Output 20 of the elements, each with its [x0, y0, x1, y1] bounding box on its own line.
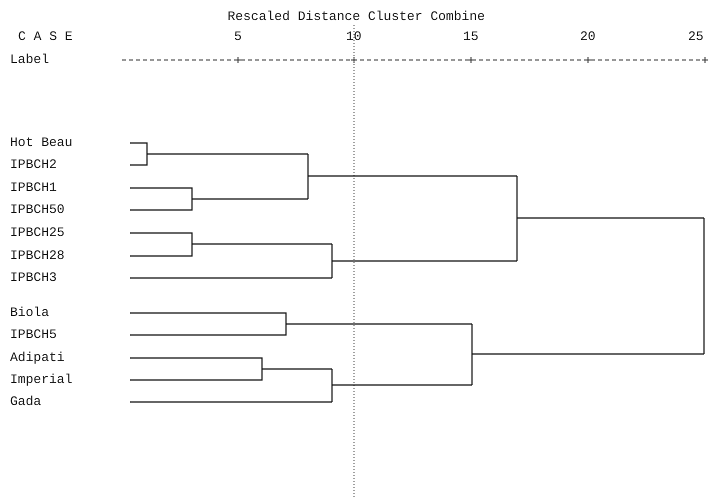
case-label: IPBCH2: [10, 157, 57, 172]
axis-tick-label: 5: [234, 29, 242, 44]
case-label: IPBCH28: [10, 248, 65, 263]
case-label: IPBCH25: [10, 225, 65, 240]
case-label: Imperial: [10, 372, 72, 387]
axis-tick-label: 25: [688, 29, 704, 44]
axis-tick-label: 10: [346, 29, 362, 44]
case-label: Adipati: [10, 350, 65, 365]
case-label: IPBCH5: [10, 327, 57, 342]
case-label: IPBCH50: [10, 202, 65, 217]
case-label: IPBCH3: [10, 270, 57, 285]
case-label: Biola: [10, 305, 50, 320]
column-heading: Label: [10, 52, 50, 67]
case-label: IPBCH1: [10, 180, 57, 195]
axis-tick-label: 20: [580, 29, 596, 44]
chart-title: Rescaled Distance Cluster Combine: [228, 9, 485, 24]
case-label: Gada: [10, 394, 42, 409]
axis-tick-label: 15: [463, 29, 479, 44]
column-heading: C A S E: [18, 29, 73, 44]
case-label: Hot Beau: [10, 135, 72, 150]
